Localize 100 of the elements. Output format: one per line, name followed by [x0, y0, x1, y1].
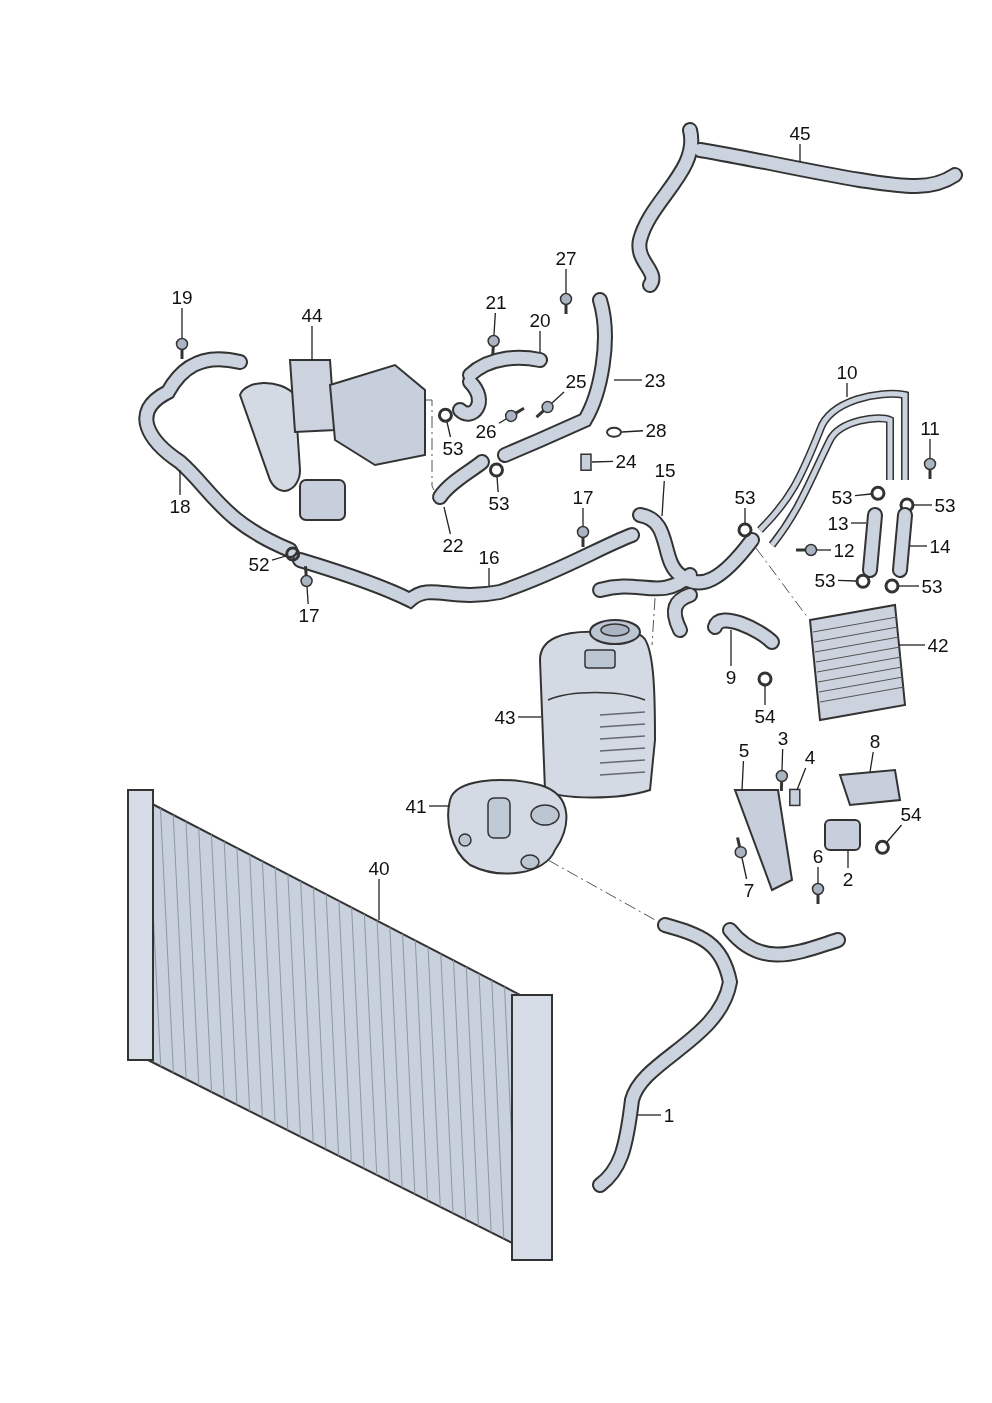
coolant-hose	[592, 507, 760, 638]
callout-number: 54	[752, 705, 778, 727]
callout-number: 1	[661, 1104, 677, 1126]
leader-line	[799, 143, 801, 163]
oil-cooler	[808, 603, 907, 722]
assembly-line	[425, 399, 435, 491]
leader-line	[446, 421, 452, 438]
connector-piece	[824, 819, 861, 851]
callout-number: 7	[741, 879, 757, 901]
callout-number: 2	[840, 868, 856, 890]
bolt	[796, 543, 818, 557]
callout-number: 21	[483, 291, 509, 313]
hose-clamp	[757, 671, 773, 687]
leader-line	[796, 767, 807, 791]
leader-line	[730, 629, 732, 667]
leader-line	[179, 469, 181, 496]
callout-number: 42	[925, 634, 951, 656]
bracket	[580, 453, 592, 471]
callout-number: 11	[917, 417, 943, 439]
callout-number: 12	[831, 539, 857, 561]
leader-line	[744, 507, 746, 524]
bolt	[775, 769, 789, 792]
leader-line	[582, 507, 584, 527]
leader-line	[517, 716, 542, 718]
assembly-line	[755, 547, 809, 619]
leader-line	[913, 504, 933, 506]
callout-number: 45	[787, 122, 813, 144]
callout-number: 52	[246, 553, 272, 575]
expansion-tank	[539, 619, 656, 799]
coolant-hose	[592, 917, 846, 1193]
callout-number: 27	[553, 247, 579, 269]
callout-number: 14	[927, 535, 953, 557]
hose-clamp	[874, 839, 890, 855]
callout-number: 24	[613, 450, 639, 472]
leader-line	[613, 379, 643, 381]
cover-piece	[838, 768, 902, 807]
bolt	[504, 406, 525, 423]
callout-number: 44	[299, 304, 325, 326]
coolant-hose	[138, 351, 298, 558]
callout-number: 53	[919, 575, 945, 597]
callout-number: 15	[652, 459, 678, 481]
leader-line	[817, 866, 819, 884]
leader-line	[909, 545, 928, 547]
bolt	[559, 292, 573, 314]
coolant-hose	[631, 122, 963, 293]
callout-number: 53	[732, 486, 758, 508]
coolant-hose	[432, 454, 490, 505]
coolant-hose	[862, 507, 883, 578]
leader-line	[929, 438, 931, 459]
coolant-hose	[292, 527, 640, 608]
leader-line	[854, 493, 872, 497]
callout-number: 25	[563, 370, 589, 392]
bolt	[811, 882, 825, 904]
coolant-hose	[892, 507, 913, 578]
leader-line	[781, 748, 784, 771]
leader-line	[496, 476, 499, 493]
callout-number: 16	[476, 546, 502, 568]
coolant-pump	[447, 779, 568, 875]
leader-line	[837, 579, 857, 582]
leader-line	[637, 1114, 662, 1116]
leader-line	[869, 751, 874, 773]
leader-line	[898, 585, 920, 587]
callout-number: 43	[492, 706, 518, 728]
callout-number: 28	[643, 419, 669, 441]
o-ring	[606, 426, 622, 438]
leader-line	[565, 268, 567, 294]
callout-number: 19	[169, 286, 195, 308]
callout-number: 17	[570, 486, 596, 508]
leader-line	[493, 312, 496, 336]
leader-line	[886, 824, 903, 843]
leader-line	[621, 430, 644, 433]
coolant-hose	[452, 349, 548, 422]
hose-clamp	[437, 407, 453, 423]
leader-line	[741, 857, 748, 880]
callout-number: 53	[486, 492, 512, 514]
leader-line	[764, 685, 766, 706]
leader-line	[306, 586, 309, 605]
bolt	[300, 565, 313, 588]
callout-number: 20	[527, 309, 553, 331]
bolt	[487, 334, 500, 357]
leader-line	[443, 506, 452, 535]
leader-line	[816, 549, 832, 551]
leader-line	[741, 760, 745, 791]
callout-number: 53	[440, 437, 466, 459]
hose-clamp	[884, 578, 900, 594]
leader-line	[661, 480, 665, 517]
callout-number: 53	[812, 569, 838, 591]
leader-line	[498, 418, 507, 424]
callout-number: 23	[642, 369, 668, 391]
callout-number: 8	[867, 730, 883, 752]
bracket	[789, 788, 801, 807]
callout-number: 9	[723, 666, 739, 688]
leader-line	[591, 460, 614, 463]
callout-number: 13	[825, 512, 851, 534]
leader-line	[847, 850, 849, 869]
leader-line	[846, 382, 848, 398]
bolt	[576, 525, 590, 547]
callout-number: 18	[167, 495, 193, 517]
callout-number: 41	[403, 795, 429, 817]
bolt	[175, 337, 189, 359]
